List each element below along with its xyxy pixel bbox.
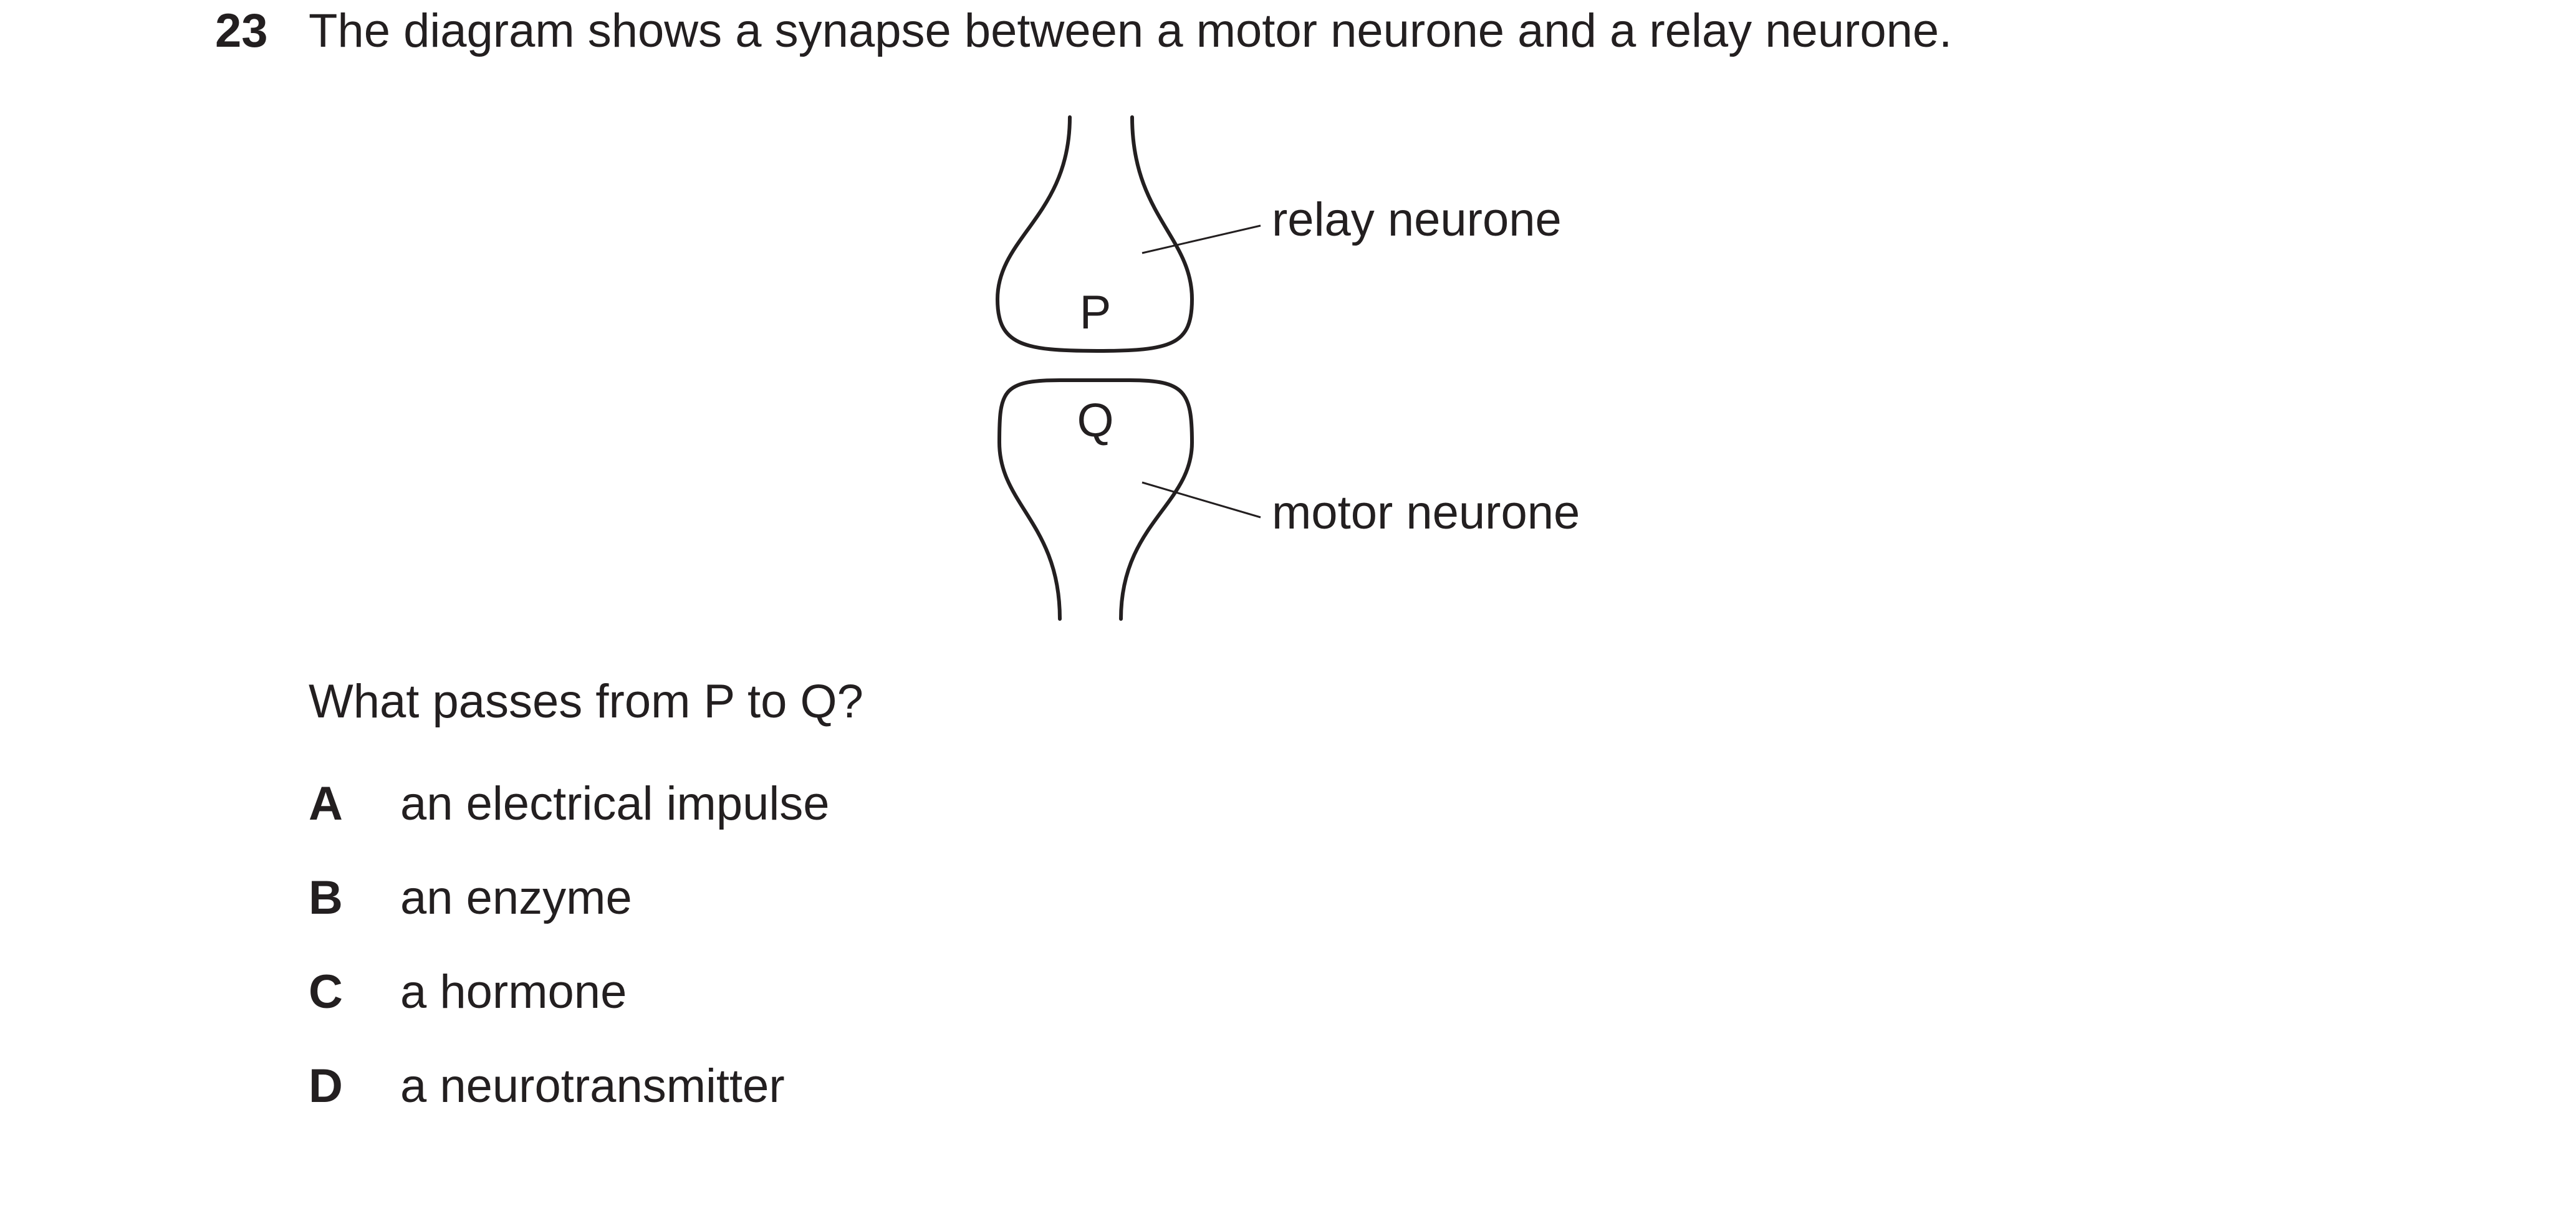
question-stem: The diagram shows a synapse between a mo… <box>309 4 1953 57</box>
option-letter: C <box>309 965 343 1018</box>
option-text: a hormone <box>400 965 627 1018</box>
motor-neurone-outline <box>997 378 1194 621</box>
option-letter: B <box>309 871 343 924</box>
question-number: 23 <box>215 4 268 57</box>
label-q: Q <box>1077 394 1113 447</box>
option-letter: A <box>309 777 343 830</box>
relay-neurone-label: relay neurone <box>1272 193 1562 246</box>
relay-neurone-outline <box>996 115 1194 353</box>
option-letter: D <box>309 1060 343 1113</box>
label-p: P <box>1080 286 1112 339</box>
option-text: an enzyme <box>400 871 632 924</box>
motor-neurone-label: motor neurone <box>1272 486 1580 539</box>
option-text: a neurotransmitter <box>400 1060 785 1113</box>
question-prompt: What passes from P to Q? <box>309 675 863 728</box>
option-text: an electrical impulse <box>400 777 830 830</box>
motor-neurone-label-line <box>1141 481 1261 519</box>
relay-neurone-label-line <box>1141 224 1261 254</box>
